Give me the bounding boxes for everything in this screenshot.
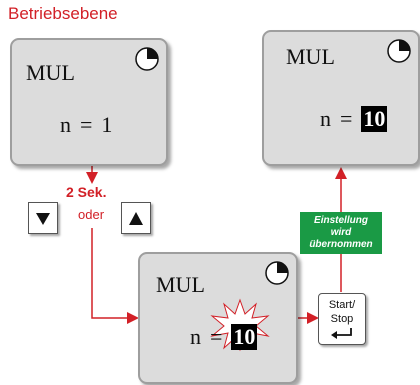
- enter-arrow-icon: [331, 328, 352, 339]
- down-button[interactable]: [28, 202, 58, 234]
- start-stop-label-1: Start/: [328, 299, 356, 311]
- confirm-label-box: Einstellung wird übernommen: [300, 212, 382, 254]
- display-panel-editing: MUL n = 10: [138, 252, 298, 384]
- n-value-highlighted: 10: [361, 106, 388, 132]
- panel-label-mul: MUL: [156, 272, 205, 297]
- hold-time-label: 2 Sek.: [66, 184, 107, 200]
- confirm-line-2: wird: [330, 227, 352, 238]
- or-label: oder: [78, 207, 105, 222]
- display-panel-initial: MUL n = 1: [10, 38, 168, 166]
- equals-sign: =: [210, 324, 223, 349]
- clock-icon: [265, 261, 289, 285]
- title-betriebsebene: Betriebsebene: [8, 4, 118, 23]
- clock-icon: [387, 39, 411, 63]
- n-label: n: [190, 324, 201, 349]
- panel-label-mul: MUL: [286, 44, 335, 69]
- panel-label-mul: MUL: [26, 60, 75, 85]
- n-value-line: n = 10: [190, 324, 258, 350]
- n-label: n: [320, 106, 331, 131]
- display-panel-result: MUL n = 10: [262, 30, 420, 166]
- triangle-down-icon: [36, 213, 50, 225]
- confirm-line-3: übernommen: [309, 239, 373, 250]
- n-value: 1: [101, 112, 113, 137]
- n-value-line: n = 1: [60, 112, 112, 138]
- line-oder-to-panel: [91, 228, 139, 324]
- n-value-line: n = 10: [320, 106, 388, 132]
- triangle-up-icon: [129, 212, 143, 225]
- clock-icon: [135, 47, 159, 71]
- n-label: n: [60, 112, 71, 137]
- confirm-line-1: Einstellung: [314, 215, 368, 226]
- start-stop-button[interactable]: Start/ Stop: [318, 293, 366, 345]
- n-value-blinking: 10: [231, 324, 258, 350]
- start-stop-label-2: Stop: [330, 313, 354, 325]
- equals-sign: =: [340, 106, 353, 131]
- up-button[interactable]: [121, 202, 151, 234]
- equals-sign: =: [80, 112, 93, 137]
